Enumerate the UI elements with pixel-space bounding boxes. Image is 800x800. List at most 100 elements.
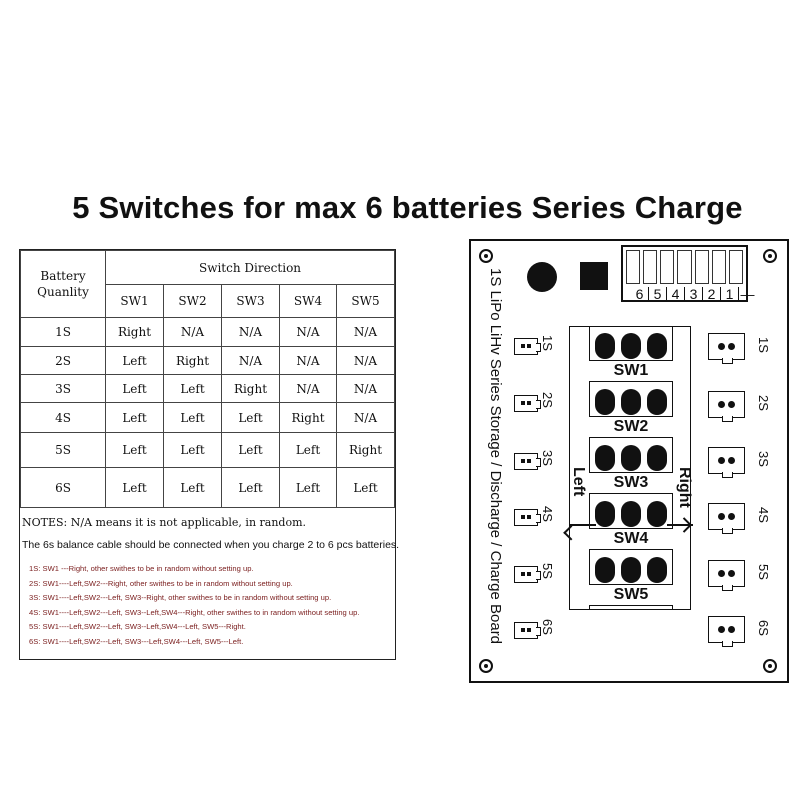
right-cell-label: 3S — [756, 451, 771, 467]
switch-label: SW5 — [589, 584, 673, 606]
switch-pad-icon — [621, 557, 641, 583]
mounting-hole-icon — [479, 659, 493, 673]
battery-count-cell: 3S — [20, 374, 106, 403]
switch-col-header: SW4 — [279, 284, 337, 318]
balance-cable-note: The 6s balance cable should be connected… — [22, 539, 400, 551]
direction-cell: Left — [163, 467, 222, 508]
pin-label: 1 — [721, 287, 739, 302]
pin-label: 3 — [685, 287, 703, 302]
square-pad-icon — [580, 262, 608, 290]
setup-note: 4S: SW1----Left,SW2---Left, SW3--Left,SW… — [29, 607, 360, 617]
switch-pad-icon — [621, 333, 641, 359]
direction-cell: Left — [105, 432, 164, 468]
direction-cell: Left — [163, 402, 222, 433]
dip-switch: SW5 — [589, 553, 673, 609]
direction-cell: N/A — [221, 346, 280, 375]
jst-connector-icon — [708, 503, 745, 534]
switch-pads — [595, 501, 667, 527]
direction-cell: N/A — [336, 402, 395, 433]
right-cell-label: 2S — [756, 395, 771, 411]
dip-switch: SW4 — [589, 497, 673, 553]
direction-cell: Right — [163, 346, 222, 375]
direction-cell: Left — [105, 346, 164, 375]
switch-pad-icon — [647, 501, 667, 527]
switch-table-panel: Battery Quanlity Switch Direction SW1 SW… — [19, 249, 400, 660]
switch-pads — [595, 333, 667, 359]
right-cell-label: 4S — [756, 507, 771, 523]
setup-note: 6S: SW1----Left,SW2---Left, SW3---Left,S… — [29, 636, 244, 646]
small-connector-icon — [514, 338, 541, 355]
small-connector-icon — [514, 395, 541, 412]
battery-count-cell: 1S — [20, 317, 106, 347]
setup-note: 3S: SW1----Left,SW2---Left, SW3--Right, … — [29, 593, 332, 603]
direction-cell: N/A — [336, 346, 395, 375]
switch-pad-icon — [621, 389, 641, 415]
switch-pads — [595, 389, 667, 415]
switch-pads — [595, 557, 667, 583]
direction-cell: Left — [279, 432, 337, 468]
left-cell-label: 6S — [540, 619, 555, 635]
right-arrow-icon — [667, 524, 693, 526]
direction-cell: Right — [336, 432, 395, 468]
left-direction-label: Left — [570, 467, 587, 497]
na-note: NOTES: N/A means it is not applicable, i… — [22, 516, 307, 529]
dip-switch: SW1 — [589, 329, 673, 385]
switch-label: SW2 — [589, 416, 673, 438]
switch-column-frame — [589, 326, 673, 610]
setup-note: 5S: SW1----Left,SW2---Left, SW3--Left,SW… — [29, 622, 246, 632]
battery-count-cell: 6S — [20, 467, 106, 508]
switch-pad-icon — [647, 389, 667, 415]
switch-label: SW3 — [589, 472, 673, 494]
pin-label: 4 — [667, 287, 685, 302]
pin-label: — — [740, 286, 755, 302]
pin-label: 6 — [631, 287, 649, 302]
switch-label: SW4 — [589, 528, 673, 550]
direction-cell: N/A — [279, 346, 337, 375]
right-cell-label: 6S — [756, 620, 771, 636]
direction-cell: N/A — [336, 317, 395, 347]
switch-pad-icon — [595, 333, 615, 359]
round-pad-icon — [527, 262, 557, 292]
switch-pad-icon — [647, 445, 667, 471]
board-title-vertical: 1S LiPo LiHv Series Storage / Discharge … — [486, 268, 504, 648]
dip-switch: SW2 — [589, 385, 673, 441]
switch-area-frame — [569, 326, 691, 610]
switch-direction-header: Switch Direction — [105, 250, 395, 285]
switch-pad-icon — [595, 501, 615, 527]
left-cell-label: 1S — [540, 335, 555, 351]
switch-pads — [595, 445, 667, 471]
switch-pad-icon — [647, 557, 667, 583]
small-connector-icon — [514, 509, 541, 526]
setup-note: 2S: SW1----Left,SW2---Right, other swith… — [29, 578, 293, 588]
left-cell-label: 4S — [540, 506, 555, 522]
pin-label: 5 — [649, 287, 667, 302]
balance-connector: 6 5 4 3 2 1 — — [621, 245, 755, 302]
dip-switch: SW3 — [589, 441, 673, 497]
left-arrow-icon — [570, 524, 596, 526]
small-connector-icon — [514, 453, 541, 470]
direction-cell: Left — [105, 402, 164, 433]
battery-count-cell: 2S — [20, 346, 106, 375]
page-title: 5 Switches for max 6 batteries Series Ch… — [72, 190, 743, 225]
left-cell-label: 2S — [540, 392, 555, 408]
right-cell-label: 5S — [756, 564, 771, 580]
switch-pad-icon — [595, 445, 615, 471]
direction-cell: Left — [221, 402, 280, 433]
setup-note: 1S: SW1 ---Right, other swithes to be in… — [29, 564, 254, 573]
right-cell-label: 1S — [756, 337, 771, 353]
direction-cell: Left — [221, 432, 280, 468]
connector-body — [626, 250, 743, 284]
switch-col-header: SW3 — [221, 284, 280, 318]
jst-connector-icon — [708, 333, 745, 364]
switch-pad-icon — [595, 557, 615, 583]
mounting-hole-icon — [763, 249, 777, 263]
switch-pad-icon — [647, 333, 667, 359]
battery-quantity-header: Battery Quanlity — [20, 250, 106, 318]
left-cell-label: 5S — [540, 563, 555, 579]
direction-cell: Left — [163, 432, 222, 468]
